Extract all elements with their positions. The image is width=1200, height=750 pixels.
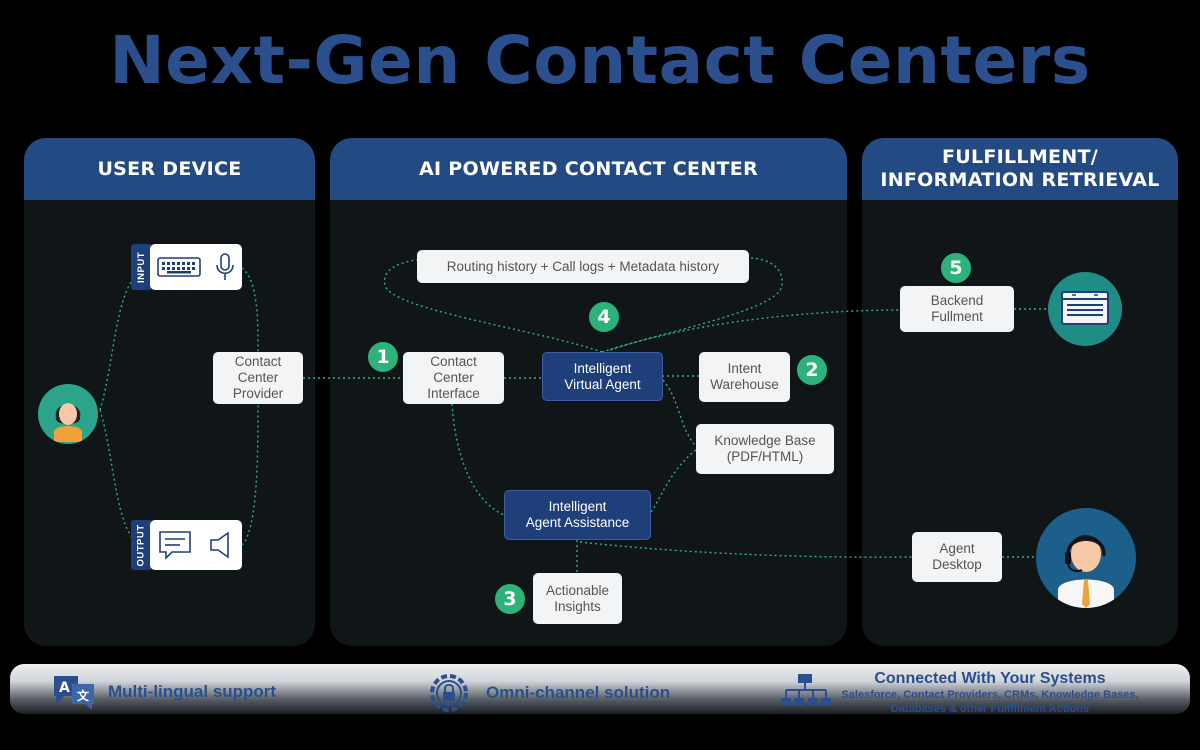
knowledge-line2: (PDF/HTML): [726, 449, 804, 464]
desktop-line2: Desktop: [932, 557, 982, 572]
connected-title: Connected With Your Systems: [874, 670, 1106, 687]
actionable-insights: Actionable Insights: [533, 573, 622, 624]
multilingual-label: Multi-lingual support: [108, 682, 277, 701]
hierarchy-icon: [781, 674, 831, 706]
microphone-icon: [216, 253, 234, 280]
feature-footer: A 文 Multi-lingual support Omni-channel s…: [10, 664, 1190, 716]
fulfillment-header: FULFILLMENT/ INFORMATION RETRIEVAL: [862, 138, 1178, 200]
chat-icon: [159, 531, 191, 560]
knowledge-base: Knowledge Base (PDF/HTML): [696, 424, 834, 474]
step-badge-3: 3: [495, 584, 525, 614]
server-icon: [1061, 291, 1109, 325]
intent-warehouse: Intent Warehouse: [699, 352, 790, 402]
keyboard-icon: [157, 257, 201, 277]
speaker-icon: [210, 531, 229, 559]
translate-icon: A 文: [54, 676, 94, 710]
step-badge-2: 2: [797, 355, 827, 385]
intelligent-virtual-agent: Intelligent Virtual Agent: [542, 352, 663, 401]
omnichannel-label: Omni-channel solution: [486, 683, 671, 702]
intelligent-agent-assistance: Intelligent Agent Assistance: [504, 490, 651, 540]
intent-line2: Warehouse: [710, 377, 779, 392]
output-device: [150, 520, 242, 570]
insights-line2: Insights: [554, 598, 601, 614]
fulfillment-title-line2: INFORMATION RETRIEVAL: [880, 169, 1160, 191]
contact-center-header: AI POWERED CONTACT CENTER: [330, 138, 847, 200]
svg-text:文: 文: [77, 688, 90, 703]
backend-line1: Backend: [930, 293, 984, 308]
virtual-agent-line1: Intelligent: [573, 360, 632, 376]
fulfillment-title-line1: FULFILLMENT/: [941, 146, 1099, 169]
virtual-agent-line2: Virtual Agent: [564, 376, 641, 392]
provider-line3: Provider: [232, 386, 284, 401]
agent-desktop: Agent Desktop: [912, 532, 1002, 582]
feature-multilingual: A 文 Multi-lingual support: [52, 672, 276, 712]
routing-history-box: Routing history + Call logs + Metadata h…: [417, 250, 749, 283]
user-avatar: [38, 384, 98, 444]
user-avatar-icon: [54, 403, 82, 442]
agent-avatar: [1036, 508, 1136, 608]
contact-center-title: AI POWERED CONTACT CENTER: [419, 157, 758, 180]
contact-center-interface: Contact Center Interface: [403, 352, 504, 404]
desktop-line1: Agent: [939, 541, 975, 556]
backend-server: [1048, 272, 1122, 346]
knowledge-line1: Knowledge Base: [714, 433, 816, 448]
feature-omnichannel: Omni-channel solution: [424, 668, 670, 718]
page-title: Next-Gen Contact Centers: [109, 22, 1091, 99]
input-tag-label: INPUT: [135, 251, 147, 283]
assist-line1: Intelligent: [548, 499, 607, 514]
provider-line2: Center: [237, 370, 279, 385]
feature-connected: Connected With Your Systems Salesforce, …: [840, 670, 1140, 716]
contact-center-provider: Contact Center Provider: [213, 352, 303, 404]
routing-history-label: Routing history + Call logs + Metadata h…: [446, 258, 720, 274]
user-device-title: USER DEVICE: [97, 157, 242, 180]
insights-line1: Actionable: [545, 582, 610, 598]
step-badge-5: 5: [941, 253, 971, 283]
user-device-header: USER DEVICE: [24, 138, 315, 200]
provider-line1: Contact: [234, 354, 282, 369]
interface-line2: Center: [433, 370, 474, 385]
backend-line2: Fullment: [931, 309, 983, 324]
assist-line2: Agent Assistance: [525, 515, 630, 530]
step-badge-1: 1: [368, 342, 398, 372]
connected-line1: Salesforce, Contact Providers, CRMs, Kno…: [841, 689, 1139, 701]
connected-line2: Databases & other Fulfillment Actions: [890, 703, 1090, 715]
backend-fullment: Backend Fullment: [900, 286, 1014, 332]
interface-line1: Contact: [430, 354, 477, 369]
output-tag: OUTPUT: [131, 520, 151, 570]
step-badge-4: 4: [589, 302, 619, 332]
input-tag: INPUT: [131, 244, 151, 290]
interface-line3: Interface: [427, 386, 480, 401]
lock-gear-icon: [430, 674, 468, 712]
svg-text:A: A: [59, 680, 70, 696]
intent-line1: Intent: [727, 361, 762, 376]
input-device: [150, 244, 242, 290]
agent-avatar-icon: [1058, 535, 1114, 608]
output-tag-label: OUTPUT: [135, 523, 147, 567]
